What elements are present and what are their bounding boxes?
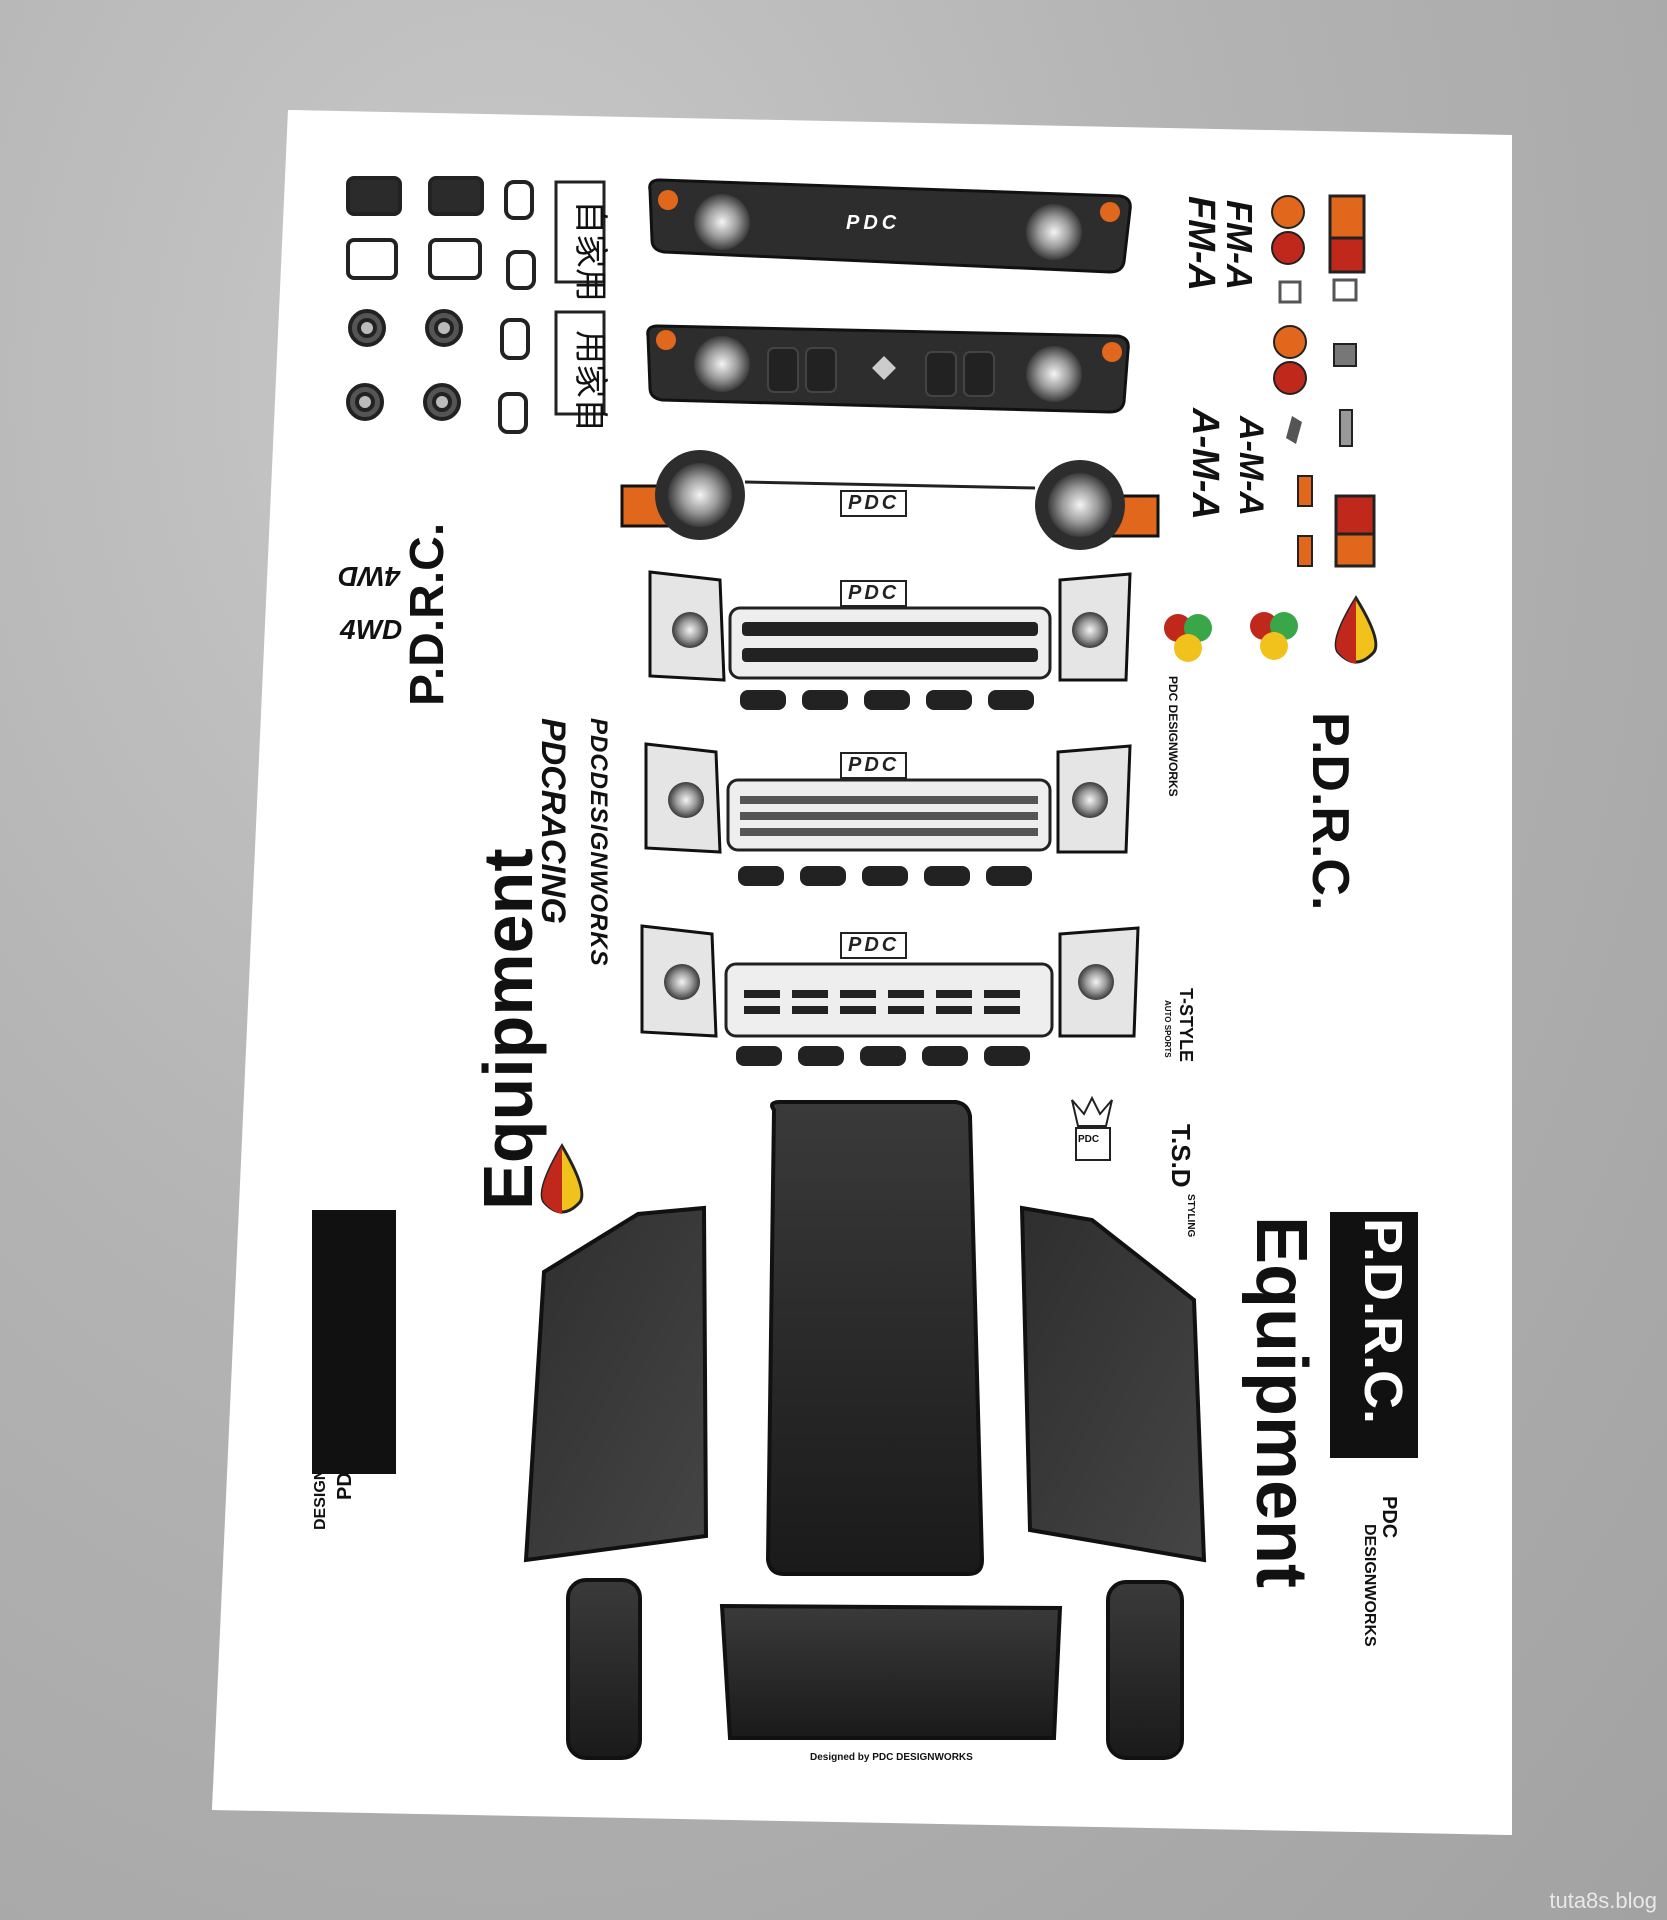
a-m-a: A-M-A [1232, 416, 1270, 517]
grill-5-brand: PDC [840, 752, 908, 779]
grill-4-brand: PDC [840, 580, 908, 607]
circle-logo-icon [1164, 612, 1298, 662]
window-glass [523, 1100, 1207, 1760]
pdrc-box-left-text: P.D.R.C. [393, 1017, 451, 1216]
pdrc-box-left: P.D.R.C. [312, 1018, 451, 1474]
drop-icon [540, 595, 1378, 1214]
tsd: T.S.D [1166, 1124, 1196, 1188]
logo-designworks-left: DESIGNWORKS [312, 1407, 329, 1530]
grill-1 [648, 178, 1132, 274]
logo-designworks-right: DESIGNWORKS [1361, 1524, 1378, 1647]
tsd-sub: STYLING [1185, 1194, 1196, 1238]
logo-pdc-right: PDC [1378, 1496, 1400, 1539]
small-window-icons [346, 176, 536, 434]
t-style-sub: AUTO SPORTS [1163, 1000, 1172, 1058]
kanji-plates [554, 180, 606, 416]
grill-3 [620, 450, 1160, 550]
pdrc-box-right: P.D.R.C. [1330, 1212, 1418, 1458]
pdc-designworks-vertical: PDCDESIGNWORKS [585, 718, 612, 967]
crown-icon [1071, 1095, 1113, 1161]
pdrc-box-right-text: P.D.R.C. [1353, 1218, 1413, 1425]
badge-4wd-flipped: 4WD [338, 561, 401, 592]
kanji-plate-2: 用家自 [571, 330, 609, 432]
designed-by-label: Designed by PDC DESIGNWORKS [810, 1752, 973, 1763]
badge-4wd: 4WD [340, 614, 403, 645]
pdrc-right: P.D.R.C. [1301, 712, 1359, 911]
fm-a: FM-A [1219, 200, 1260, 290]
equipment-left: Equipment [469, 848, 547, 1210]
grill-5 [644, 742, 1132, 886]
small-designworks: PDC DESIGNWORKS [1166, 676, 1180, 797]
crown-label: PDC [1078, 1134, 1100, 1145]
pdrc-left: P.D.R.C. [401, 522, 454, 706]
grill-4 [648, 570, 1132, 710]
grill-1-brand: PDC [846, 212, 901, 234]
grill-2 [646, 324, 1130, 414]
a-m-a-outline: A-M-A [1184, 408, 1226, 520]
tail-lamps [1271, 194, 1376, 568]
logo-pdc-left: PDC [334, 1457, 356, 1500]
grill-6 [640, 924, 1140, 1066]
t-style: T-STYLE [1176, 988, 1196, 1063]
grill-3-brand: PDC [840, 490, 908, 517]
watermark: tuta8s.blog [1549, 1888, 1657, 1913]
kanji-plate-1: 自家用 [571, 200, 609, 302]
equipment-right: Equipment [1241, 1216, 1321, 1588]
fm-a-outline: FM-A [1180, 196, 1222, 291]
grill-6-brand: PDC [840, 932, 908, 959]
